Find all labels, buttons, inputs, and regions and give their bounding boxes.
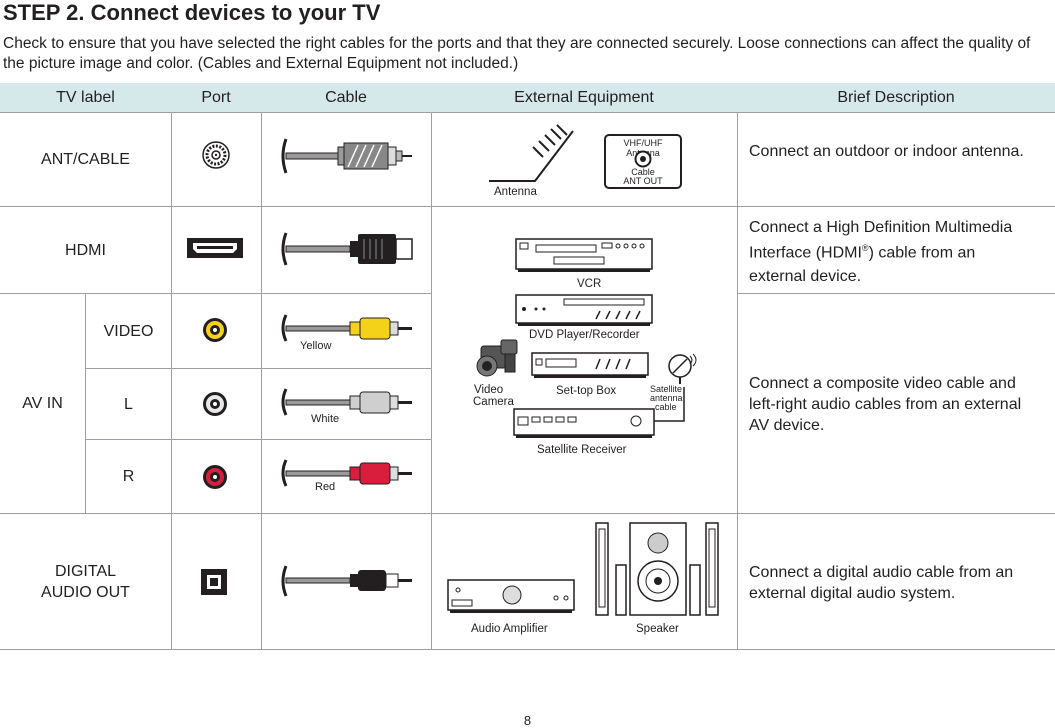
equipment-label-video-camera-line2: Camera bbox=[473, 396, 514, 408]
label-digital-line1: DIGITAL bbox=[54, 562, 117, 580]
speaker-set-icon bbox=[595, 522, 719, 616]
description-hdmi-line3: external device. bbox=[749, 268, 862, 286]
rule bbox=[261, 112, 262, 649]
equipment-label-antenna: Antenna bbox=[494, 186, 537, 198]
label-digital-line2: AUDIO OUT bbox=[41, 583, 130, 601]
label-digital-audio-out: DIGITAL AUDIO OUT bbox=[0, 514, 171, 649]
cable-label-yellow: Yellow bbox=[300, 340, 332, 352]
page-number: 8 bbox=[523, 713, 532, 728]
equipment-label-video-camera-line1: Video bbox=[474, 384, 504, 396]
rule bbox=[0, 513, 1055, 514]
equipment-label-vcr: VCR bbox=[577, 278, 602, 290]
equipment-label-sat-cable-1: Satellite bbox=[650, 384, 683, 394]
cable-label-red: Red bbox=[315, 481, 336, 493]
connection-table: TV label Port Cable External Equipment B… bbox=[0, 83, 1055, 651]
rule bbox=[0, 649, 1055, 650]
rule bbox=[431, 112, 432, 649]
label-ant-cable: ANT/CABLE bbox=[41, 151, 130, 168]
description-hdmi-line1: Connect a High Definition Multimedia bbox=[749, 219, 1013, 236]
satellite-receiver-icon bbox=[513, 387, 685, 438]
label-hdmi: HDMI bbox=[65, 241, 106, 259]
description-av-in: Connect a composite video cable and left… bbox=[749, 375, 1022, 434]
cable-label-white: White bbox=[311, 413, 340, 425]
page-title: STEP 2. Connect devices to your TV bbox=[3, 0, 381, 25]
intro-paragraph: Check to ensure that you have selected t… bbox=[3, 35, 1031, 72]
equipment-label-sat-cable-3: cable bbox=[655, 402, 677, 412]
ant-box-line2: Cable bbox=[631, 167, 655, 177]
rule bbox=[85, 439, 431, 440]
audio-amplifier-icon bbox=[447, 579, 575, 613]
hdmi-port-icon bbox=[187, 238, 243, 258]
header-cable: Cable bbox=[261, 83, 431, 112]
header-tv-label: TV label bbox=[0, 83, 171, 112]
description-ant-cable: Connect an outdoor or indoor antenna. bbox=[749, 143, 1024, 160]
optical-cable-icon bbox=[281, 565, 412, 597]
label-r: R bbox=[122, 468, 135, 485]
video-camera-icon bbox=[476, 339, 518, 377]
ant-out-jack-box: VHF/UHF Antenna Cable ANT OUT bbox=[604, 134, 682, 189]
description-hdmi-line2-pre: Interface (HDMI bbox=[749, 244, 862, 262]
label-l: L bbox=[124, 395, 133, 413]
description-digital-audio-out: Connect a digital audio cable from an ex… bbox=[749, 564, 1014, 602]
description-hdmi: Connect a High Definition Multimedia Int… bbox=[749, 217, 1053, 287]
equipment-label-audio-amplifier: Audio Amplifier bbox=[471, 623, 548, 635]
coax-port-icon bbox=[202, 141, 230, 169]
red-rca-cable-icon bbox=[281, 459, 412, 487]
description-hdmi-line2-post: ) cable from an bbox=[868, 244, 976, 262]
registered-mark: ® bbox=[861, 243, 869, 253]
rule bbox=[0, 112, 1055, 113]
ant-box-line3: ANT OUT bbox=[623, 176, 663, 186]
coax-jack-icon bbox=[634, 150, 652, 168]
rule bbox=[0, 293, 431, 294]
rule bbox=[85, 293, 86, 513]
equipment-label-speaker: Speaker bbox=[636, 623, 679, 635]
rule bbox=[171, 112, 172, 649]
rule bbox=[85, 368, 431, 369]
coax-cable-icon bbox=[281, 138, 412, 174]
satellite-dish-icon bbox=[668, 353, 697, 384]
yellow-rca-cable-icon bbox=[281, 314, 412, 342]
antenna-icon bbox=[489, 124, 574, 182]
dvd-player-icon bbox=[515, 294, 653, 326]
rule bbox=[737, 293, 1055, 294]
label-av-in: AV IN bbox=[22, 395, 63, 412]
header-port: Port bbox=[171, 83, 261, 112]
rca-yellow-port-icon bbox=[203, 318, 227, 342]
vcr-icon bbox=[515, 238, 653, 272]
equipment-label-sat-cable-2: antenna bbox=[650, 393, 683, 403]
white-rca-cable-icon bbox=[281, 388, 412, 416]
header-brief-description: Brief Description bbox=[737, 83, 1055, 112]
set-top-box-icon bbox=[531, 352, 649, 378]
hdmi-cable-icon bbox=[281, 232, 413, 266]
rule bbox=[0, 206, 1055, 207]
label-video: VIDEO bbox=[103, 322, 154, 340]
header-external-equipment: External Equipment bbox=[431, 83, 737, 112]
optical-port-icon bbox=[201, 569, 227, 595]
equipment-label-set-top-box: Set-top Box bbox=[556, 385, 617, 397]
equipment-label-dvd: DVD Player/Recorder bbox=[529, 329, 640, 341]
rca-red-port-icon bbox=[203, 465, 227, 489]
rule bbox=[737, 112, 738, 649]
equipment-label-satellite-receiver: Satellite Receiver bbox=[537, 444, 627, 456]
description-hdmi-line2: Interface (HDMI®) cable from an bbox=[749, 238, 1053, 263]
rca-white-port-icon bbox=[203, 392, 227, 416]
